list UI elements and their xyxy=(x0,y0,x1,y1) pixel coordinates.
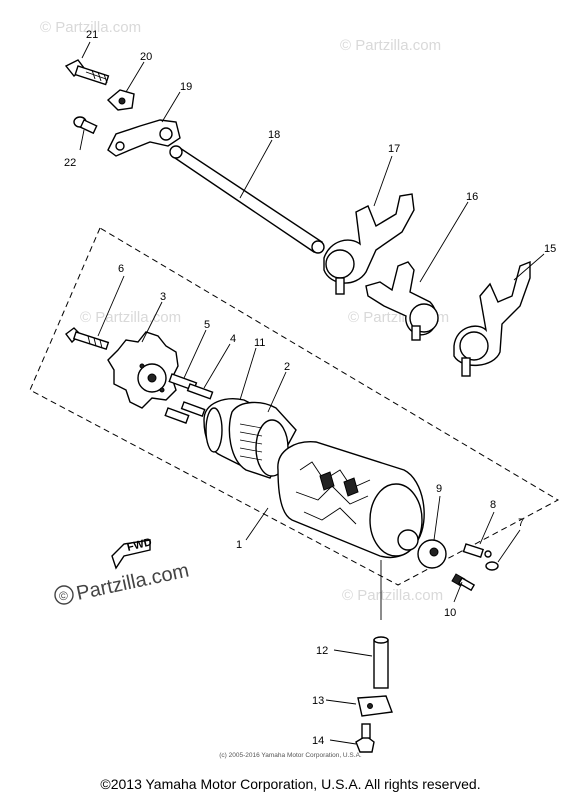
leader-11 xyxy=(239,347,257,401)
leader-9 xyxy=(433,495,441,541)
part-22-screw xyxy=(73,116,98,135)
label-8: 8 xyxy=(490,499,496,511)
leader-14 xyxy=(329,739,357,745)
part-6-bolt xyxy=(65,327,110,351)
leader-3 xyxy=(141,301,163,343)
part-16-shift-fork xyxy=(365,261,439,341)
fwd-arrow-icon: FWD xyxy=(111,536,153,570)
label-18: 18 xyxy=(268,129,280,141)
leader-18 xyxy=(239,139,273,199)
part-18-guide-bar xyxy=(169,145,325,254)
part-3-segment xyxy=(107,331,179,409)
leader-19 xyxy=(161,91,181,123)
label-7: 7 xyxy=(518,517,524,529)
label-9: 9 xyxy=(436,483,442,495)
part-5-pin xyxy=(164,373,198,424)
watermark-text: © Partzilla.com xyxy=(340,37,441,54)
label-4: 4 xyxy=(230,333,236,345)
part-9-plate xyxy=(417,539,447,569)
part-20-washer xyxy=(106,89,135,111)
label-1: 1 xyxy=(236,539,242,551)
label-21: 21 xyxy=(86,29,98,41)
label-14: 14 xyxy=(312,735,324,747)
copyright-symbol-icon: © xyxy=(59,589,68,603)
background-watermarks: © Partzilla.com © Partzilla.com © Partzi… xyxy=(40,19,449,604)
part-19-lever xyxy=(107,119,181,157)
part-4-pin xyxy=(180,383,214,417)
part-labels: 21 20 19 22 18 17 16 15 6 3 5 4 11 2 1 9… xyxy=(64,29,556,747)
label-10: 10 xyxy=(444,607,456,619)
part-10-screw xyxy=(451,573,476,592)
leader-6 xyxy=(97,275,125,337)
part-1-shift-drum xyxy=(277,441,425,559)
label-12: 12 xyxy=(316,645,328,657)
label-15: 15 xyxy=(544,243,556,255)
label-11: 11 xyxy=(254,337,265,349)
watermark-text: © Partzilla.com xyxy=(342,587,443,604)
leader-22 xyxy=(79,129,85,151)
label-17: 17 xyxy=(388,143,400,155)
part-14-screw xyxy=(355,723,375,753)
label-22: 22 xyxy=(64,157,76,169)
leader-16 xyxy=(419,201,469,283)
partzilla-watermark: © Partzilla.com xyxy=(54,560,191,605)
leader-15 xyxy=(513,253,545,281)
label-16: 16 xyxy=(466,191,478,203)
watermark-text: © Partzilla.com xyxy=(40,19,141,36)
leader-21 xyxy=(81,41,91,59)
partzilla-brand: Partzilla.com xyxy=(74,560,191,605)
leader-7 xyxy=(497,529,521,563)
label-2: 2 xyxy=(284,361,290,373)
leader-5 xyxy=(183,329,207,379)
label-5: 5 xyxy=(204,319,210,331)
leader-13 xyxy=(325,699,357,705)
label-6: 6 xyxy=(118,263,124,275)
label-19: 19 xyxy=(180,81,192,93)
part-7-pin xyxy=(485,561,499,571)
leader-8 xyxy=(479,511,495,545)
part-13-plate xyxy=(357,695,393,717)
label-3: 3 xyxy=(160,291,166,303)
copyright-footer: ©2013 Yamaha Motor Corporation, U.S.A. A… xyxy=(100,776,481,792)
leader-10 xyxy=(453,581,463,603)
leader-12 xyxy=(333,649,373,657)
label-13: 13 xyxy=(312,695,324,707)
watermark-text: © Partzilla.com xyxy=(80,309,181,326)
small-copyright: (c) 2005-2016 Yamaha Motor Corporation, … xyxy=(219,752,362,759)
label-20: 20 xyxy=(140,51,152,63)
leader-2 xyxy=(267,371,287,413)
assembly-boundary xyxy=(29,227,560,586)
fwd-label: FWD xyxy=(126,536,153,554)
part-17-shift-fork xyxy=(323,193,415,295)
leader-20 xyxy=(125,61,145,93)
part-21-bolt xyxy=(64,59,110,86)
part-8-screw xyxy=(462,543,492,559)
leader-17 xyxy=(373,155,393,207)
part-15-shift-fork xyxy=(453,260,531,377)
leader-4 xyxy=(203,343,231,389)
leader-1 xyxy=(245,507,269,541)
part-12-pin xyxy=(373,636,389,689)
